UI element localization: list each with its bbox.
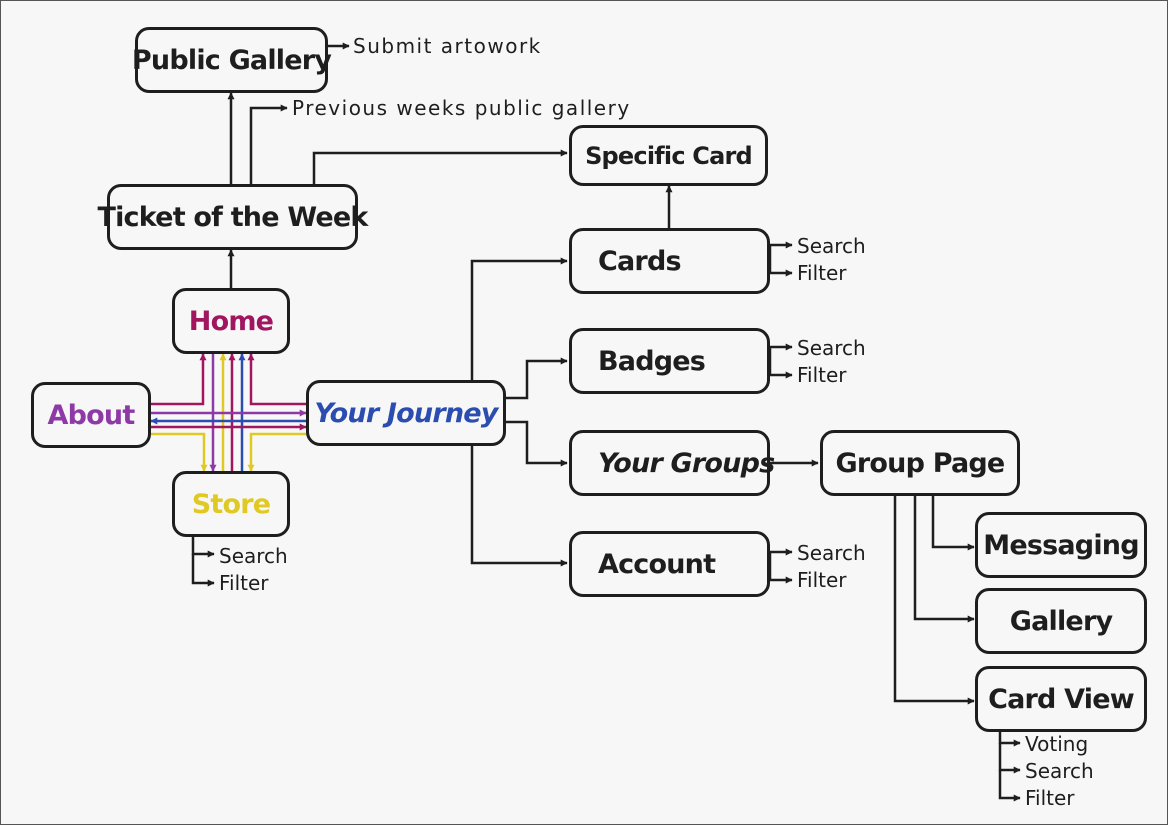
node-your-groups[interactable]: Your Groups: [569, 430, 775, 496]
node-badges[interactable]: Badges: [569, 328, 770, 394]
edge-journey-store: [247, 430, 313, 472]
label-card-view-voting: Voting: [1025, 732, 1089, 756]
node-messaging[interactable]: Messaging: [975, 512, 1147, 578]
edge-journey-cards: [470, 257, 568, 380]
node-card-view-label: Card View: [988, 683, 1135, 715]
node-gallery-label: Gallery: [1009, 605, 1113, 637]
edge-store-search: [191, 537, 215, 558]
node-account[interactable]: Account: [569, 531, 770, 597]
node-gallery[interactable]: Gallery: [975, 588, 1147, 654]
node-badges-label: Badges: [598, 345, 706, 377]
node-cards-label: Cards: [598, 245, 682, 277]
edge-badges-filter: [768, 347, 793, 379]
node-group-page[interactable]: Group Page: [820, 430, 1020, 496]
label-store-search: Search: [219, 544, 288, 568]
edge-cardview-filter: [998, 770, 1021, 802]
node-messaging-label: Messaging: [983, 529, 1139, 561]
label-cards-filter: Filter: [797, 261, 847, 285]
edge-group-gallery: [913, 496, 975, 623]
label-badges-search: Search: [797, 336, 866, 360]
label-previous-weeks-gallery: Previous weeks public gallery: [292, 96, 631, 120]
edge-journey-home: [247, 353, 313, 408]
node-your-journey[interactable]: Your Journey: [306, 380, 506, 446]
label-store-filter: Filter: [219, 571, 269, 595]
node-specific-card-label: Specific Card: [585, 141, 753, 170]
node-about-label: About: [47, 399, 136, 431]
edge-ticket-specific-card: [312, 149, 568, 184]
node-ticket-label: Ticket of the Week: [97, 201, 368, 233]
node-about[interactable]: About: [31, 382, 151, 448]
edge-group-card-view: [893, 496, 975, 705]
node-cards[interactable]: Cards: [569, 228, 770, 294]
node-ticket-of-the-week[interactable]: Ticket of the Week: [97, 184, 368, 250]
node-card-view[interactable]: Card View: [975, 666, 1147, 732]
node-group-page-label: Group Page: [835, 447, 1006, 479]
label-card-view-filter: Filter: [1025, 786, 1075, 810]
node-store-label: Store: [191, 488, 271, 520]
edge-group-messaging: [931, 496, 975, 551]
edge-journey-groups: [506, 420, 568, 467]
label-card-view-search: Search: [1025, 759, 1094, 783]
node-public-gallery[interactable]: Public Gallery: [131, 27, 332, 93]
edge-journey-badges: [506, 357, 568, 400]
label-account-filter: Filter: [797, 568, 847, 592]
edge-cards-filter: [768, 245, 793, 277]
edge-ticket-previous: [249, 104, 288, 184]
node-home[interactable]: Home: [172, 288, 290, 354]
edge-cardview-voting: [998, 732, 1021, 747]
node-account-label: Account: [598, 548, 716, 580]
node-store[interactable]: Store: [172, 471, 290, 537]
edge-store-filter: [191, 554, 215, 587]
node-your-groups-label: Your Groups: [598, 447, 775, 479]
label-submit-artwork: Submit artowork: [353, 34, 542, 58]
edge-about-store: [144, 430, 208, 472]
label-account-search: Search: [797, 541, 866, 565]
label-cards-search: Search: [797, 234, 866, 258]
node-your-journey-label: Your Journey: [314, 397, 498, 429]
node-specific-card[interactable]: Specific Card: [569, 125, 768, 186]
node-home-label: Home: [188, 305, 274, 337]
edge-account-filter: [768, 552, 793, 584]
node-public-gallery-label: Public Gallery: [131, 44, 332, 76]
edge-journey-account: [470, 445, 568, 567]
edge-cardview-search: [998, 743, 1021, 774]
label-badges-filter: Filter: [797, 363, 847, 387]
edge-about-home: [144, 353, 207, 408]
